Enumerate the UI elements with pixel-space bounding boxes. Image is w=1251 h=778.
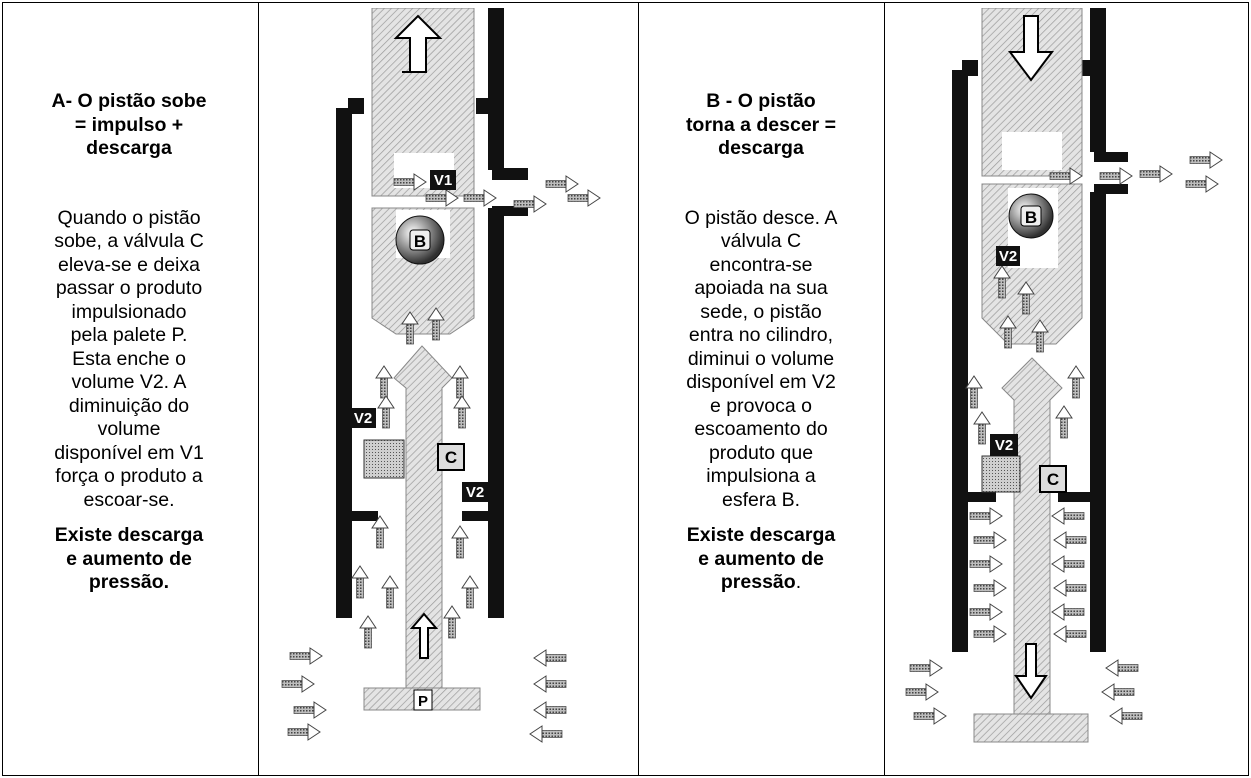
panel-a-title: A- O pistão sobe = impulso + descarga: [51, 90, 207, 159]
pump-diagram-b: B V2 V2 C: [905, 8, 1223, 743]
label-v2-low: V2: [990, 434, 1018, 456]
svg-text:V2: V2: [466, 484, 484, 501]
down-arrow-top-icon: [1008, 15, 1054, 82]
svg-text:B: B: [414, 232, 426, 251]
valve-stem: [393, 345, 453, 699]
cylinder-wall-left: [336, 98, 378, 618]
pallet-p: [973, 713, 1089, 743]
cylinder-wall-right: [1058, 8, 1128, 652]
label-v2-top: V2: [996, 246, 1020, 266]
valve-c-seat: [363, 439, 405, 479]
column-divider: [638, 2, 639, 776]
cylinder-wall-left: [952, 60, 996, 652]
svg-text:V2: V2: [995, 437, 1013, 454]
label-p: P: [413, 689, 433, 711]
svg-text:V1: V1: [434, 172, 452, 189]
panel-b-text: B - O pistão torna a descer = descarga O…: [644, 90, 878, 595]
svg-text:V2: V2: [999, 248, 1017, 265]
panel-a-conclusion: Existe descarga e aumento de pressão.: [54, 524, 204, 593]
label-c: C: [437, 443, 465, 471]
up-arrow-top-icon: [393, 14, 443, 73]
panel-b-conclusion: Existe descarga e aumento de pressão.: [686, 524, 836, 593]
up-arrow-rod-icon: [409, 612, 439, 659]
cylinder-wall-right: [462, 8, 528, 618]
label-c: C: [1039, 465, 1067, 493]
svg-text:B: B: [1025, 208, 1037, 227]
panel-b-description: O pistão desce. A válvula C encontra-se …: [684, 206, 838, 511]
panel-b-title: B - O pistão torna a descer = descarga: [685, 90, 837, 159]
valve-c-seat: [981, 455, 1021, 493]
pump-diagram-a: B V1 V2 C V2 P: [281, 8, 601, 743]
svg-text:C: C: [445, 448, 457, 467]
panel-a-text: A- O pistão sobe = impulso + descarga Qu…: [14, 90, 244, 595]
ball-b: B: [1008, 193, 1054, 239]
down-arrow-rod-icon: [1014, 643, 1048, 700]
svg-text:P: P: [418, 693, 428, 710]
label-v1: V1: [430, 170, 456, 190]
column-divider: [258, 2, 259, 776]
panel-a-description: Quando o pistão sobe, a válvula C eleva-…: [54, 206, 204, 511]
label-v2-right: V2: [462, 482, 488, 502]
ball-b: B: [395, 215, 445, 265]
label-v2-left: V2: [350, 408, 376, 428]
svg-text:V2: V2: [354, 410, 372, 427]
svg-text:C: C: [1047, 470, 1059, 489]
column-divider: [884, 2, 885, 776]
